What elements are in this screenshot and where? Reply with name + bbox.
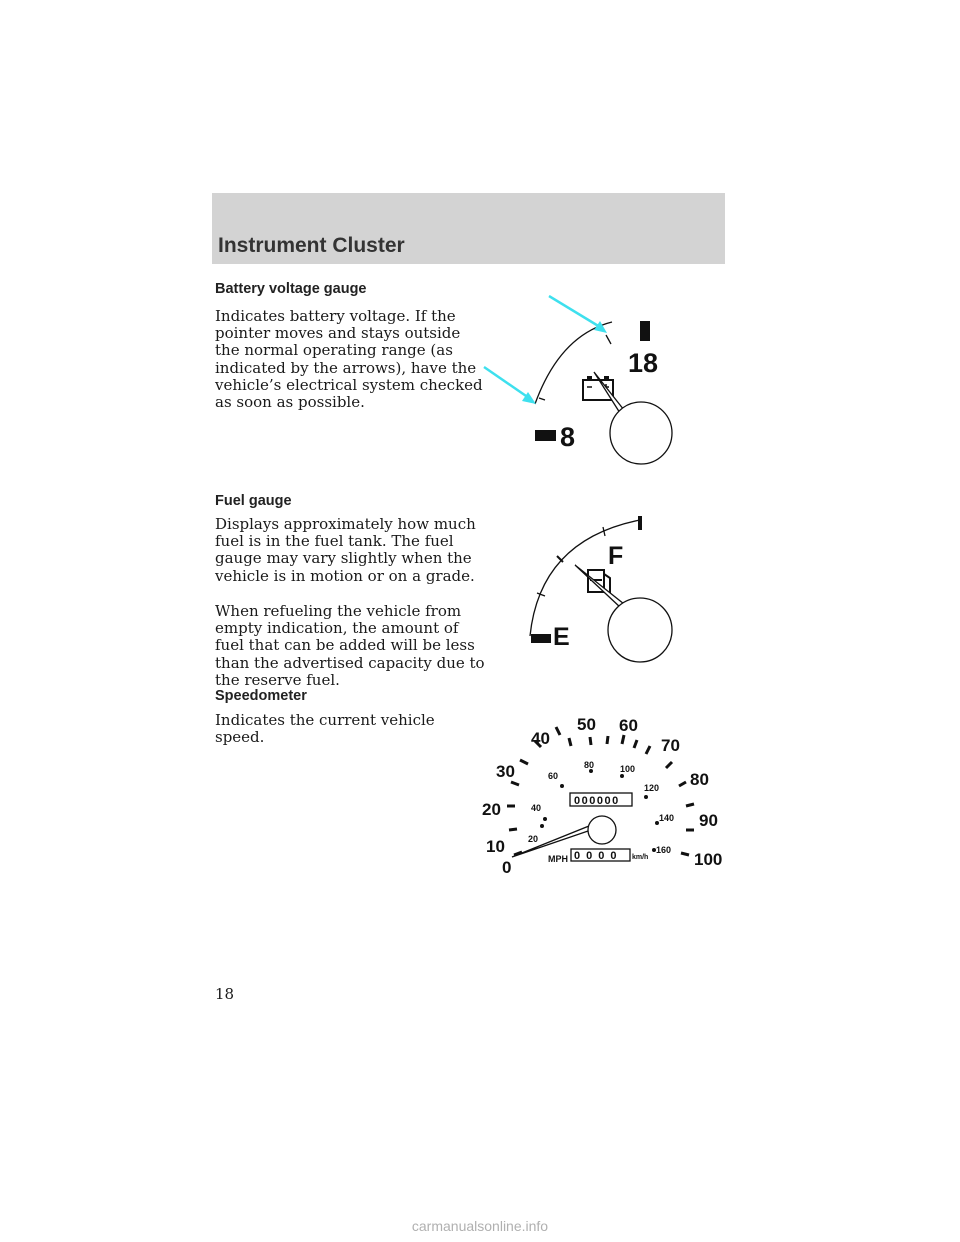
mph-0: 0 xyxy=(502,858,511,877)
kmh-80: 80 xyxy=(584,760,594,770)
mph-80: 80 xyxy=(690,770,709,789)
mph-60: 60 xyxy=(619,716,638,735)
full-label: F xyxy=(608,542,623,570)
mph-50: 50 xyxy=(577,715,596,734)
header-band xyxy=(212,193,725,264)
page-title: Instrument Cluster xyxy=(218,234,405,257)
mph-90: 90 xyxy=(699,811,718,830)
battery-text: Indicates battery voltage. If the pointe… xyxy=(215,307,483,412)
odometer-box xyxy=(569,792,633,807)
fuel-needle xyxy=(574,564,625,609)
fuel-heading: Fuel gauge xyxy=(215,493,292,509)
kmh-100: 100 xyxy=(620,764,635,774)
kmh-20: 20 xyxy=(528,834,538,844)
high-marker xyxy=(640,321,650,341)
mph-10: 10 xyxy=(486,837,505,856)
battery-gauge-arc xyxy=(534,321,613,405)
battery-hub xyxy=(609,401,673,465)
trip-value: 0000 xyxy=(574,850,622,862)
fuel-hub xyxy=(607,597,673,663)
odometer-value: 000000 xyxy=(574,795,620,807)
speed-hub xyxy=(587,815,617,845)
watermark: carmanualsonline.info xyxy=(411,1218,549,1234)
fuel-text-1: Displays approximately how much fuel is … xyxy=(215,515,476,585)
range-arrows xyxy=(483,295,607,404)
mph-30: 30 xyxy=(496,762,515,781)
mph-20: 20 xyxy=(482,800,501,819)
mph-100: 100 xyxy=(694,850,722,869)
speedometer-heading: Speedometer xyxy=(215,688,307,704)
kmh-unit: km/h xyxy=(632,854,648,861)
kmh-labels: 20 40 60 80 100 120 140 160 xyxy=(528,760,674,855)
kmh-60: 60 xyxy=(548,771,558,781)
low-marker xyxy=(535,430,556,441)
empty-marker xyxy=(531,634,551,643)
page-number: 18 xyxy=(215,985,235,1003)
speedometer: 0 10 20 30 40 50 60 70 80 90 100 20 40 6… xyxy=(482,715,722,877)
kmh-140: 140 xyxy=(659,813,674,823)
battery-gauge: 18 8 xyxy=(483,295,673,465)
mph-labels: 0 10 20 30 40 50 60 70 80 90 100 xyxy=(482,715,722,877)
empty-label: E xyxy=(553,623,570,651)
speedometer-text: Indicates the current vehicle speed. xyxy=(215,711,435,747)
trip-box xyxy=(570,848,631,862)
kmh-160: 160 xyxy=(656,845,671,855)
low-label: 8 xyxy=(560,422,575,452)
mph-40: 40 xyxy=(531,729,550,748)
mph-70: 70 xyxy=(661,736,680,755)
battery-heading: Battery voltage gauge xyxy=(215,281,367,297)
high-label: 18 xyxy=(628,348,658,378)
kmh-40: 40 xyxy=(531,803,541,813)
battery-icon xyxy=(582,376,614,401)
mph-unit: MPH xyxy=(548,854,568,864)
kmh-120: 120 xyxy=(644,783,659,793)
fuel-text-2: When refueling the vehicle from empty in… xyxy=(215,602,485,689)
mph-ticks xyxy=(507,726,695,857)
fuel-gauge: E F xyxy=(529,516,673,663)
fuel-gauge-arc xyxy=(529,519,641,637)
